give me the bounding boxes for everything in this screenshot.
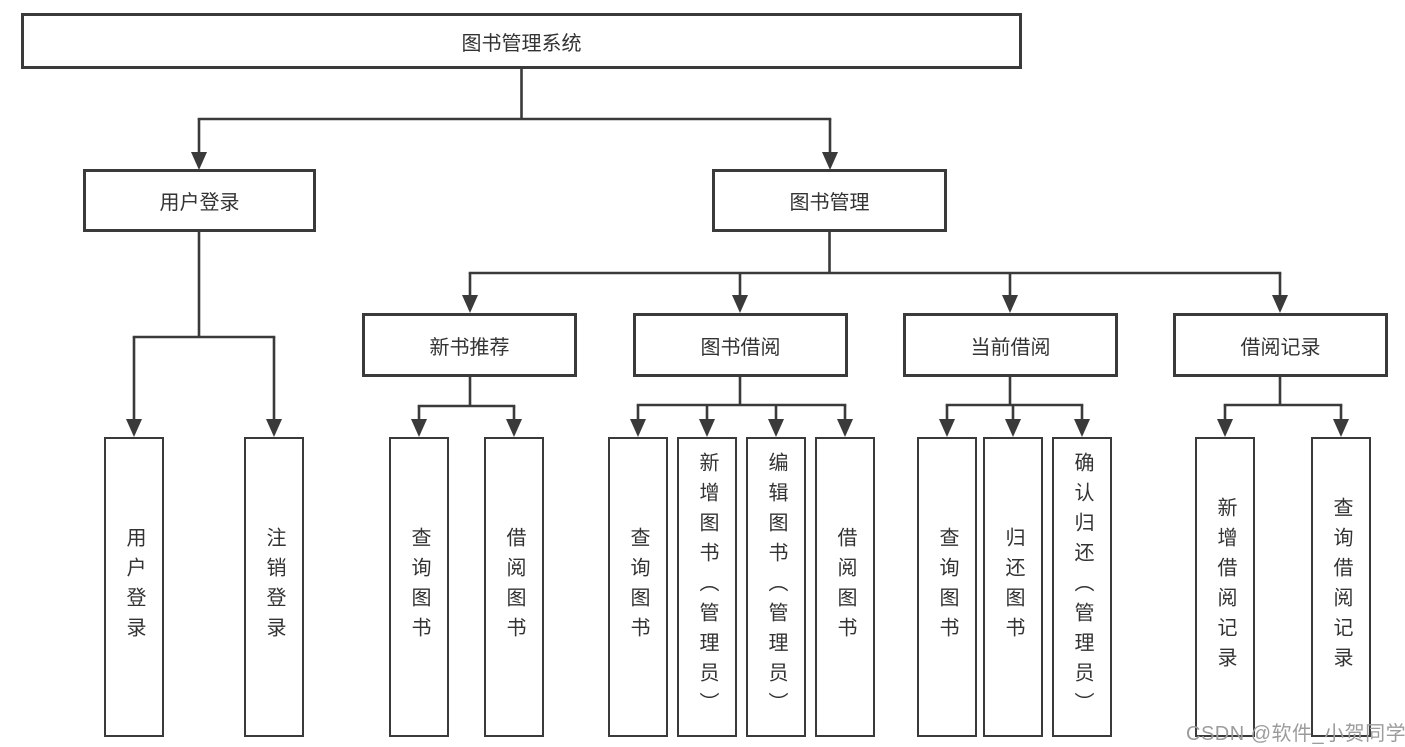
node-label: 图书借阅	[700, 336, 781, 359]
node-label: 图书管理系统	[461, 32, 582, 55]
connector-book-borrow-to-leaves	[630, 377, 853, 437]
leaf-add-borrow-record: 新增借阅记录	[1195, 437, 1255, 737]
node-label: 确认归还（管理员）	[1071, 452, 1093, 722]
leaf-logout: 注销登录	[244, 437, 304, 737]
node-label: 查询图书	[936, 527, 958, 647]
node-label: 注销登录	[263, 527, 285, 647]
node-label: 编辑图书（管理员）	[765, 452, 787, 722]
node-book-management: 图书管理	[712, 169, 947, 232]
leaf-query-books: 查询图书	[917, 437, 977, 737]
node-new-book-recommend: 新书推荐	[362, 313, 577, 377]
node-label: 当前借阅	[970, 336, 1051, 359]
leaf-return-book: 归还图书	[983, 437, 1043, 737]
node-label: 用户登录	[159, 192, 240, 214]
leaf-borrow-books: 借阅图书	[815, 437, 875, 737]
node-label: 图书管理	[789, 192, 870, 214]
node-book-borrow: 图书借阅	[633, 313, 848, 377]
csdn-watermark: CSDN @软件_小贺同学	[1186, 723, 1405, 745]
connector-borrow-records-to-leaves	[1217, 377, 1349, 437]
leaf-edit-book-admin: 编辑图书（管理员）	[746, 437, 806, 737]
leaf-user-login: 用户登录	[104, 437, 164, 737]
node-label: 查询图书	[627, 527, 649, 647]
node-label: 用户登录	[123, 527, 145, 647]
node-user-login: 用户登录	[83, 169, 316, 232]
leaf-query-books: 查询图书	[389, 437, 449, 737]
node-label: 新增借阅记录	[1214, 497, 1236, 677]
connector-book-management-to-level3	[462, 232, 1288, 313]
node-label: 新书推荐	[429, 336, 510, 359]
connector-new-book-recommend-to-leaves	[411, 377, 522, 437]
leaf-query-books: 查询图书	[608, 437, 668, 737]
node-label: 归还图书	[1002, 527, 1024, 647]
connector-root-to-level2	[191, 69, 838, 170]
node-label: 新增图书（管理员）	[696, 452, 718, 722]
node-label: 查询图书	[408, 527, 430, 647]
leaf-confirm-return-admin: 确认归还（管理员）	[1052, 437, 1112, 737]
node-label: 查询借阅记录	[1330, 497, 1352, 677]
node-borrow-records: 借阅记录	[1173, 313, 1388, 377]
node-library-management-system: 图书管理系统	[21, 13, 1022, 69]
leaf-add-book-admin: 新增图书（管理员）	[677, 437, 737, 737]
connector-user-login-to-leaves	[126, 232, 282, 437]
leaf-borrow-books: 借阅图书	[484, 437, 544, 737]
node-label: 借阅图书	[503, 527, 525, 647]
node-label: 借阅图书	[834, 527, 856, 647]
connector-current-borrow-to-leaves	[939, 377, 1090, 437]
node-current-borrow: 当前借阅	[903, 313, 1118, 377]
node-label: 借阅记录	[1240, 336, 1321, 359]
leaf-query-borrow-record: 查询借阅记录	[1311, 437, 1371, 737]
